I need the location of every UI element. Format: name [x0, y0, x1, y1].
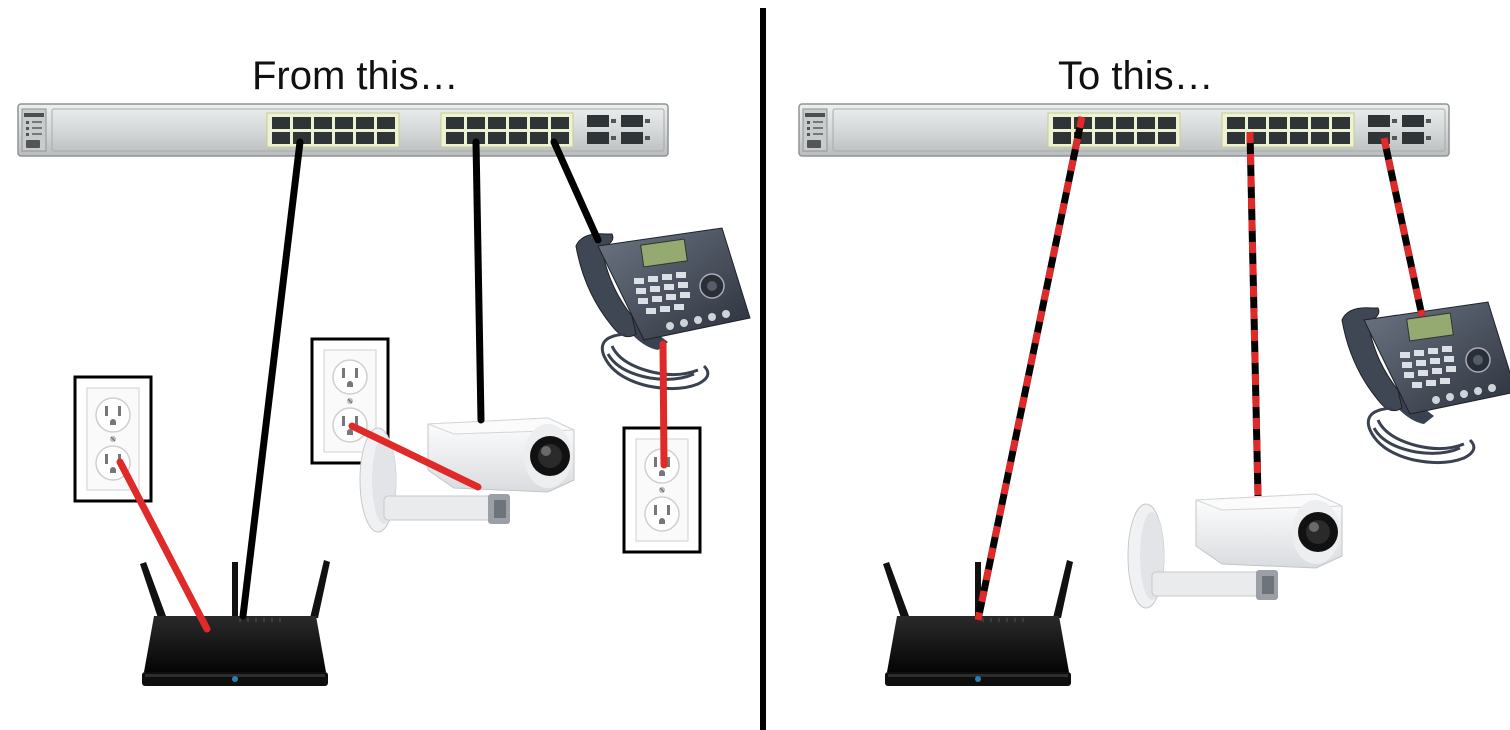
- poe-cable: [974, 116, 1086, 621]
- ip-phone-icon: [1340, 300, 1510, 465]
- ip-camera-icon: [1127, 493, 1343, 609]
- power-outlet-icon: [73, 375, 153, 503]
- wireless-router-icon: [882, 559, 1074, 687]
- wireless-router-icon: [139, 559, 331, 687]
- power-cable: [348, 422, 482, 491]
- network-switch-icon: [17, 103, 669, 157]
- poe-cable: [1246, 131, 1262, 497]
- data-cable: [239, 138, 304, 620]
- data-cable: [550, 138, 602, 244]
- right-panel-title: To this…: [1058, 54, 1214, 98]
- poe-cable: [1380, 137, 1426, 317]
- left-panel-title: From this…: [252, 54, 459, 98]
- data-cable: [472, 138, 485, 424]
- power-cable: [116, 458, 211, 633]
- ip-camera-icon: [359, 417, 575, 533]
- network-switch-icon: [798, 103, 1450, 157]
- power-cable: [659, 340, 668, 469]
